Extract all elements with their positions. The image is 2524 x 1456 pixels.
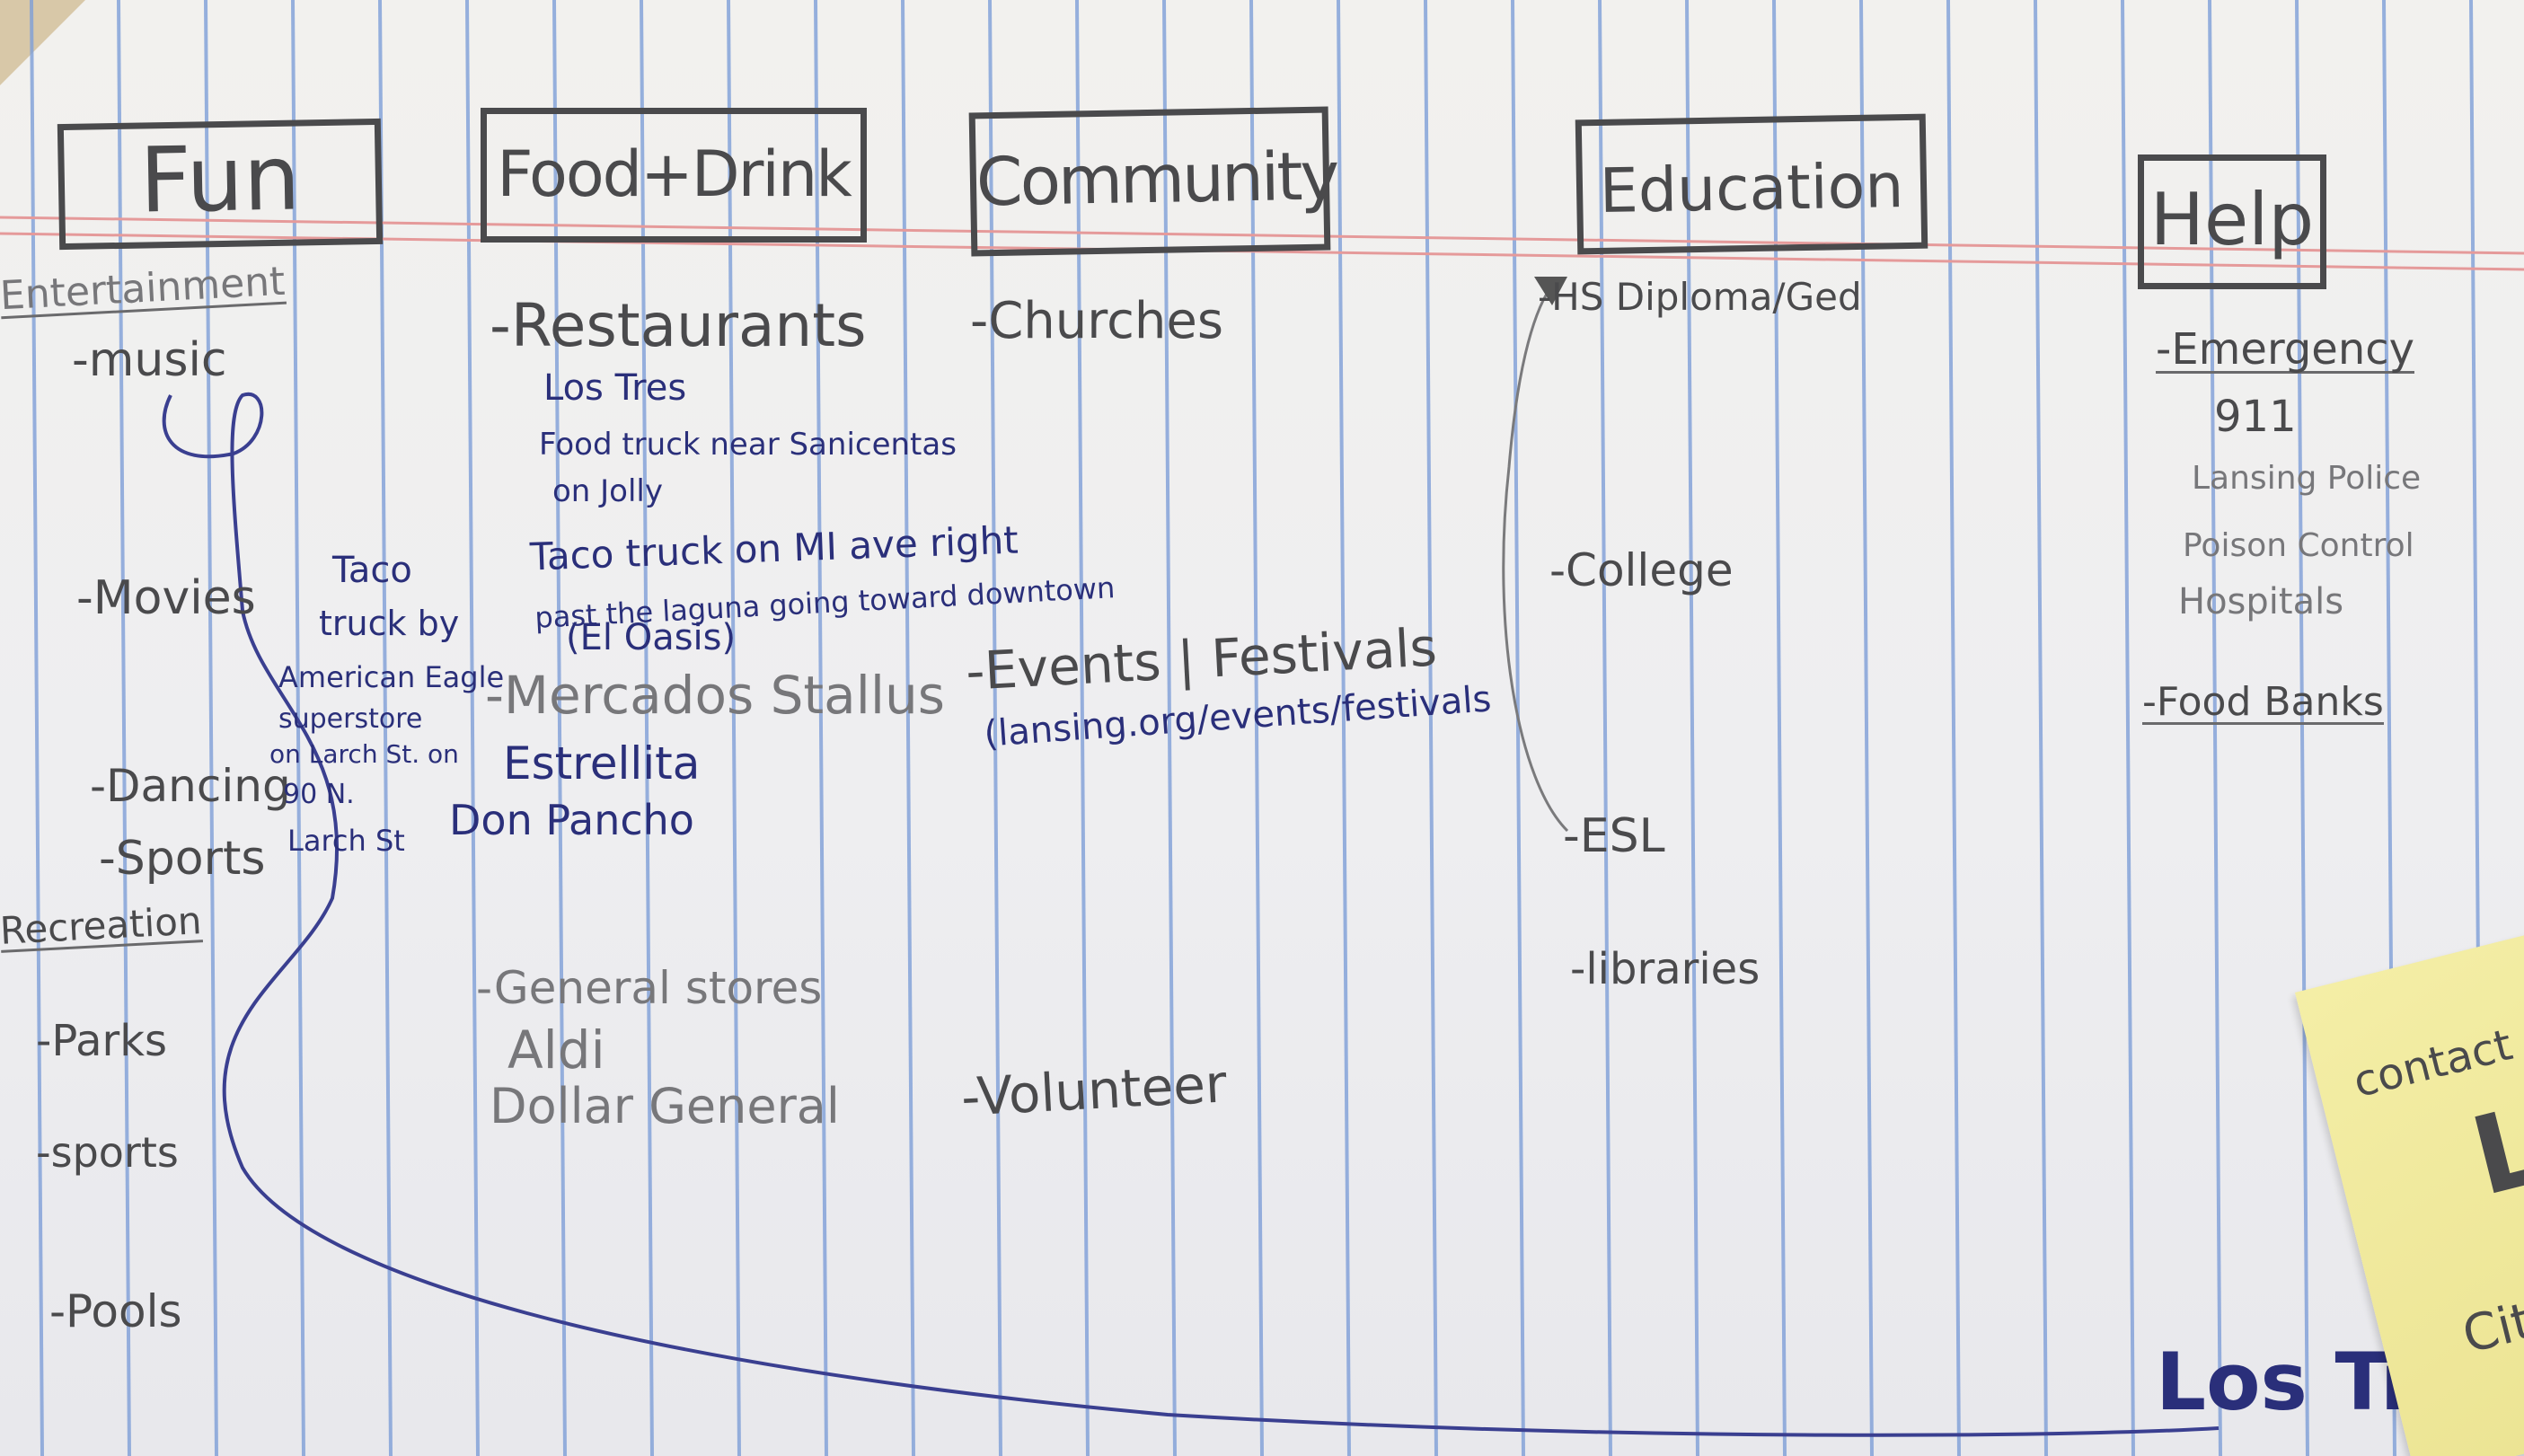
taco-note-line-6: 90 N.: [283, 779, 355, 810]
blue-rule-25: [2208, 0, 2222, 1456]
fun-sports: -Sports: [99, 832, 266, 886]
torn-corner: [0, 0, 85, 85]
fun-sports-2: -sports: [36, 1128, 179, 1177]
heading-food-drink: Food+Drink: [497, 137, 852, 211]
blue-rule-13: [1162, 0, 1177, 1456]
heading-education: Education: [1599, 151, 1905, 227]
heading-box-food: Food+Drink: [481, 108, 867, 243]
fun-movies: -Movies: [76, 571, 256, 625]
ink-arrow-curve: [162, 392, 2220, 1437]
blue-rule-24: [2121, 0, 2135, 1456]
blue-rule-16: [1424, 0, 1438, 1456]
fun-music: -music: [72, 333, 227, 387]
taco-note-line-2: truck by: [319, 604, 460, 643]
help-hospitals: Hospitals: [2178, 581, 2344, 622]
food-aldi: Aldi: [507, 1019, 605, 1081]
blue-rule-26: [2295, 0, 2309, 1456]
food-truck-line-2: on Jolly: [552, 473, 664, 509]
arrow-head-icon: [1534, 277, 1567, 305]
help-emergency: -Emergency: [2156, 324, 2415, 375]
food-restaurants: -Restaurants: [490, 291, 867, 360]
blue-rule-17: [1511, 0, 1525, 1456]
food-don-pancho: Don Pancho: [449, 796, 694, 844]
education-esl: -ESL: [1563, 809, 1665, 863]
fun-dancing: -Dancing: [90, 760, 291, 812]
fun-pools: -Pools: [49, 1285, 182, 1337]
community-churches: -Churches: [970, 292, 1223, 350]
heading-box-fun: Fun: [57, 118, 384, 251]
blue-rule-3: [291, 0, 305, 1456]
heading-box-community: Community: [968, 106, 1337, 257]
food-estrellita: Estrellita: [503, 737, 701, 790]
blue-rule-18: [1598, 0, 1612, 1456]
sticky-cita: Cita: [2457, 1284, 2524, 1365]
education-college: -College: [1549, 544, 1734, 596]
taco-note-line-5: on Larch St. on: [269, 739, 459, 769]
heading-fun: Fun: [138, 125, 302, 234]
food-mercados: -Mercados Stallus: [485, 665, 945, 726]
blue-rule-14: [1249, 0, 1264, 1456]
blue-rule-4: [378, 0, 393, 1456]
food-dollar-general: Dollar General: [490, 1078, 840, 1134]
taco-note-line-4: superstore: [278, 703, 423, 735]
heading-box-help: Help: [2138, 154, 2326, 289]
help-poison-control: Poison Control: [2183, 527, 2414, 564]
help-police: Lansing Police: [2192, 460, 2422, 497]
blue-rule-0: [30, 0, 44, 1456]
food-general-stores: -General stores: [476, 962, 823, 1014]
red-margin-line-1: [0, 216, 2524, 255]
heading-community: Community: [975, 137, 1337, 222]
blue-rule-22: [1946, 0, 1961, 1456]
help-911: 911: [2214, 392, 2297, 442]
education-hs-diploma: -HS Diploma/Ged: [1538, 275, 1862, 319]
taco-note-line-3: American Eagle: [278, 660, 505, 694]
food-los-tres: Los Tres: [543, 367, 687, 409]
heading-box-education: Education: [1575, 113, 1928, 255]
help-food-banks: -Food Banks: [2142, 679, 2384, 725]
red-margin-line-2: [0, 232, 2524, 271]
education-libraries: -libraries: [1570, 944, 1761, 994]
taco-note-line-7: Larch St: [287, 824, 405, 858]
food-el-oasis: (El Oasis): [566, 617, 737, 658]
blue-rule-10: [901, 0, 915, 1456]
blue-rule-9: [814, 0, 828, 1456]
sticky-letter: L: [2460, 1082, 2524, 1221]
community-volunteer: -Volunteer: [959, 1053, 1229, 1128]
blue-rule-1: [117, 0, 131, 1456]
blue-rule-5: [465, 0, 480, 1456]
blue-rule-2: [204, 0, 218, 1456]
blue-rule-12: [1075, 0, 1090, 1456]
blue-rule-15: [1337, 0, 1351, 1456]
blue-rule-23: [2034, 0, 2048, 1456]
bottom-los-tres: Los Tr: [2156, 1336, 2420, 1428]
blue-rule-11: [988, 0, 1002, 1456]
heading-help: Help: [2149, 178, 2315, 261]
taco-note-line-1: Taco: [332, 550, 412, 591]
food-truck-line-1: Food truck near Sanicentas: [539, 427, 957, 463]
fun-parks: -Parks: [36, 1016, 168, 1066]
pencil-arrow-curve: [1502, 282, 1569, 833]
